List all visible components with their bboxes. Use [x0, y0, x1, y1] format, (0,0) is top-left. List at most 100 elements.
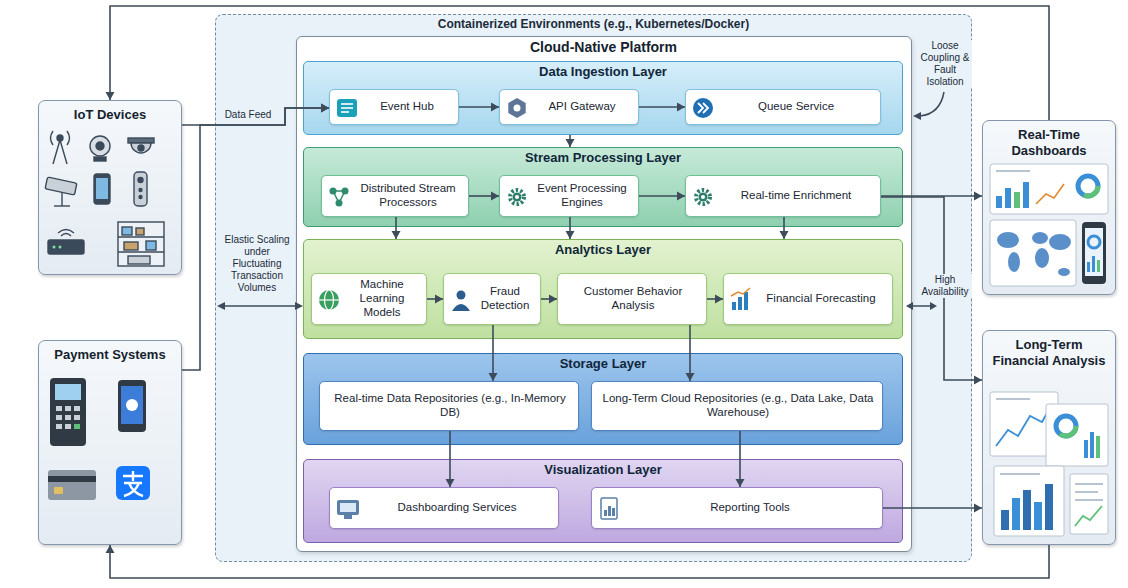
flow-connector: [427, 295, 443, 304]
scaling-arrow: [217, 302, 303, 310]
report-drawing: [990, 392, 1108, 536]
arrow-head: [780, 231, 789, 239]
flow-connector: [639, 192, 685, 201]
flow-connector: [489, 325, 498, 381]
dashboard-drawing: [1023, 182, 1029, 208]
service-icon: [515, 195, 519, 199]
iot-device-drawing: [134, 172, 147, 206]
service-icon: [744, 292, 748, 310]
flow-connector: [182, 104, 329, 371]
iot-device-drawing: [53, 140, 60, 164]
service-label: Fraud Detection: [476, 285, 534, 313]
payment-device-drawing: [56, 406, 62, 411]
dashboard-drawing: [1082, 222, 1106, 284]
note-holder: High Availability: [918, 274, 972, 298]
flow-connector: [106, 545, 1050, 578]
connector-line: [492, 325, 494, 381]
service-icon: [608, 506, 611, 516]
platform-title: Cloud-Native Platform: [297, 37, 911, 56]
arrow-head: [489, 373, 498, 381]
connector-line: [459, 106, 499, 108]
report-drawing: [1075, 491, 1098, 493]
payment-device-drawing: [65, 406, 71, 411]
availability-arrow: [906, 302, 913, 310]
connector-line: [427, 298, 443, 300]
dashboard-drawing: [1078, 176, 1098, 196]
dashboard-drawing: [1049, 234, 1071, 250]
layer-band: Data Ingestion LayerEvent HubAPI Gateway…: [303, 61, 903, 135]
payment-device-drawing: [74, 415, 80, 420]
report-drawing: [994, 466, 1064, 536]
service-icon: [339, 191, 345, 203]
layer-band: Visualization LayerDashboarding Services…: [303, 459, 903, 543]
service-label: Customer Behavior Analysis: [566, 285, 700, 313]
service-box: Queue Service: [685, 89, 881, 125]
service-icon: [341, 111, 349, 113]
iot-device-drawing: [136, 228, 144, 235]
service-icon: [601, 498, 617, 519]
payment-device-drawing: [65, 415, 71, 420]
arrow-head: [736, 479, 745, 487]
report-drawing: [1023, 490, 1031, 530]
edge-label: Data Feed: [222, 109, 274, 121]
service-icon: [699, 193, 708, 202]
service-box: Real-time Enrichment: [685, 175, 881, 217]
service-icon: [510, 190, 524, 204]
dashboard-drawing: [1087, 262, 1090, 272]
flow-connector: [392, 217, 401, 239]
iot-device-drawing: [45, 177, 77, 195]
service-icon: [325, 290, 334, 310]
flow-connector: [736, 431, 745, 487]
payment-device-drawing: [55, 384, 81, 400]
container-region: Containerized Environments (e.g., Kubern…: [215, 14, 972, 562]
connector-line: [639, 195, 685, 197]
payment-device-drawing: [48, 476, 96, 482]
payment-device-drawing: [54, 487, 63, 494]
flow-connector: [182, 104, 329, 126]
flow-connector: [881, 192, 982, 201]
service-icon: [513, 193, 522, 202]
dashboard-drawing: [1078, 176, 1098, 196]
payment-device-drawing: [116, 466, 150, 500]
iot-device-drawing: [124, 242, 138, 250]
service-box: Dashboarding Services: [329, 487, 559, 529]
iot-device-drawing: [58, 230, 74, 237]
coupling-pointer: [913, 112, 921, 120]
availability-arrow: [912, 305, 930, 307]
service-icon: [319, 98, 750, 519]
scaling-arrow: [217, 302, 225, 310]
connector-line: [182, 108, 329, 125]
dashboard-drawing: [996, 196, 1002, 208]
report-drawing: [1075, 499, 1103, 501]
arrow-head: [566, 231, 575, 239]
dashboard-drawing: [990, 164, 1108, 214]
flow-connector: [459, 103, 499, 112]
service-label: Machine Learning Models: [344, 278, 420, 319]
flow-connector: [541, 295, 557, 304]
service-label: Real-time Data Repositories (e.g., In-Me…: [328, 392, 572, 420]
dashboard-drawing: [990, 164, 1108, 286]
payment-device-drawing: [74, 424, 80, 429]
flow-connector: [446, 431, 455, 487]
layer-heading: Analytics Layer: [304, 240, 902, 258]
arrow-head: [715, 295, 723, 304]
arrow-head: [677, 192, 685, 201]
service-icon: [731, 288, 750, 296]
scaling-arrow: [295, 302, 303, 310]
service-label: Event Hub: [380, 100, 434, 114]
endpoint-panel: Real-Time Dashboards: [982, 120, 1116, 295]
iot-device-drawing: [94, 174, 110, 204]
connector-line: [569, 217, 571, 239]
service-box: Machine Learning Models: [311, 273, 427, 325]
iot-device-drawing: [118, 251, 164, 252]
report-drawing: [1075, 483, 1103, 485]
iot-device-drawing: [118, 222, 164, 266]
service-icon: [333, 191, 339, 203]
iot-device-drawing: [96, 142, 104, 150]
iot-device-drawing: [48, 240, 84, 254]
service-icon: [342, 188, 349, 195]
report-drawing: [1075, 506, 1102, 526]
report-drawing: [1046, 404, 1108, 466]
iot-device-drawing: [45, 131, 164, 266]
